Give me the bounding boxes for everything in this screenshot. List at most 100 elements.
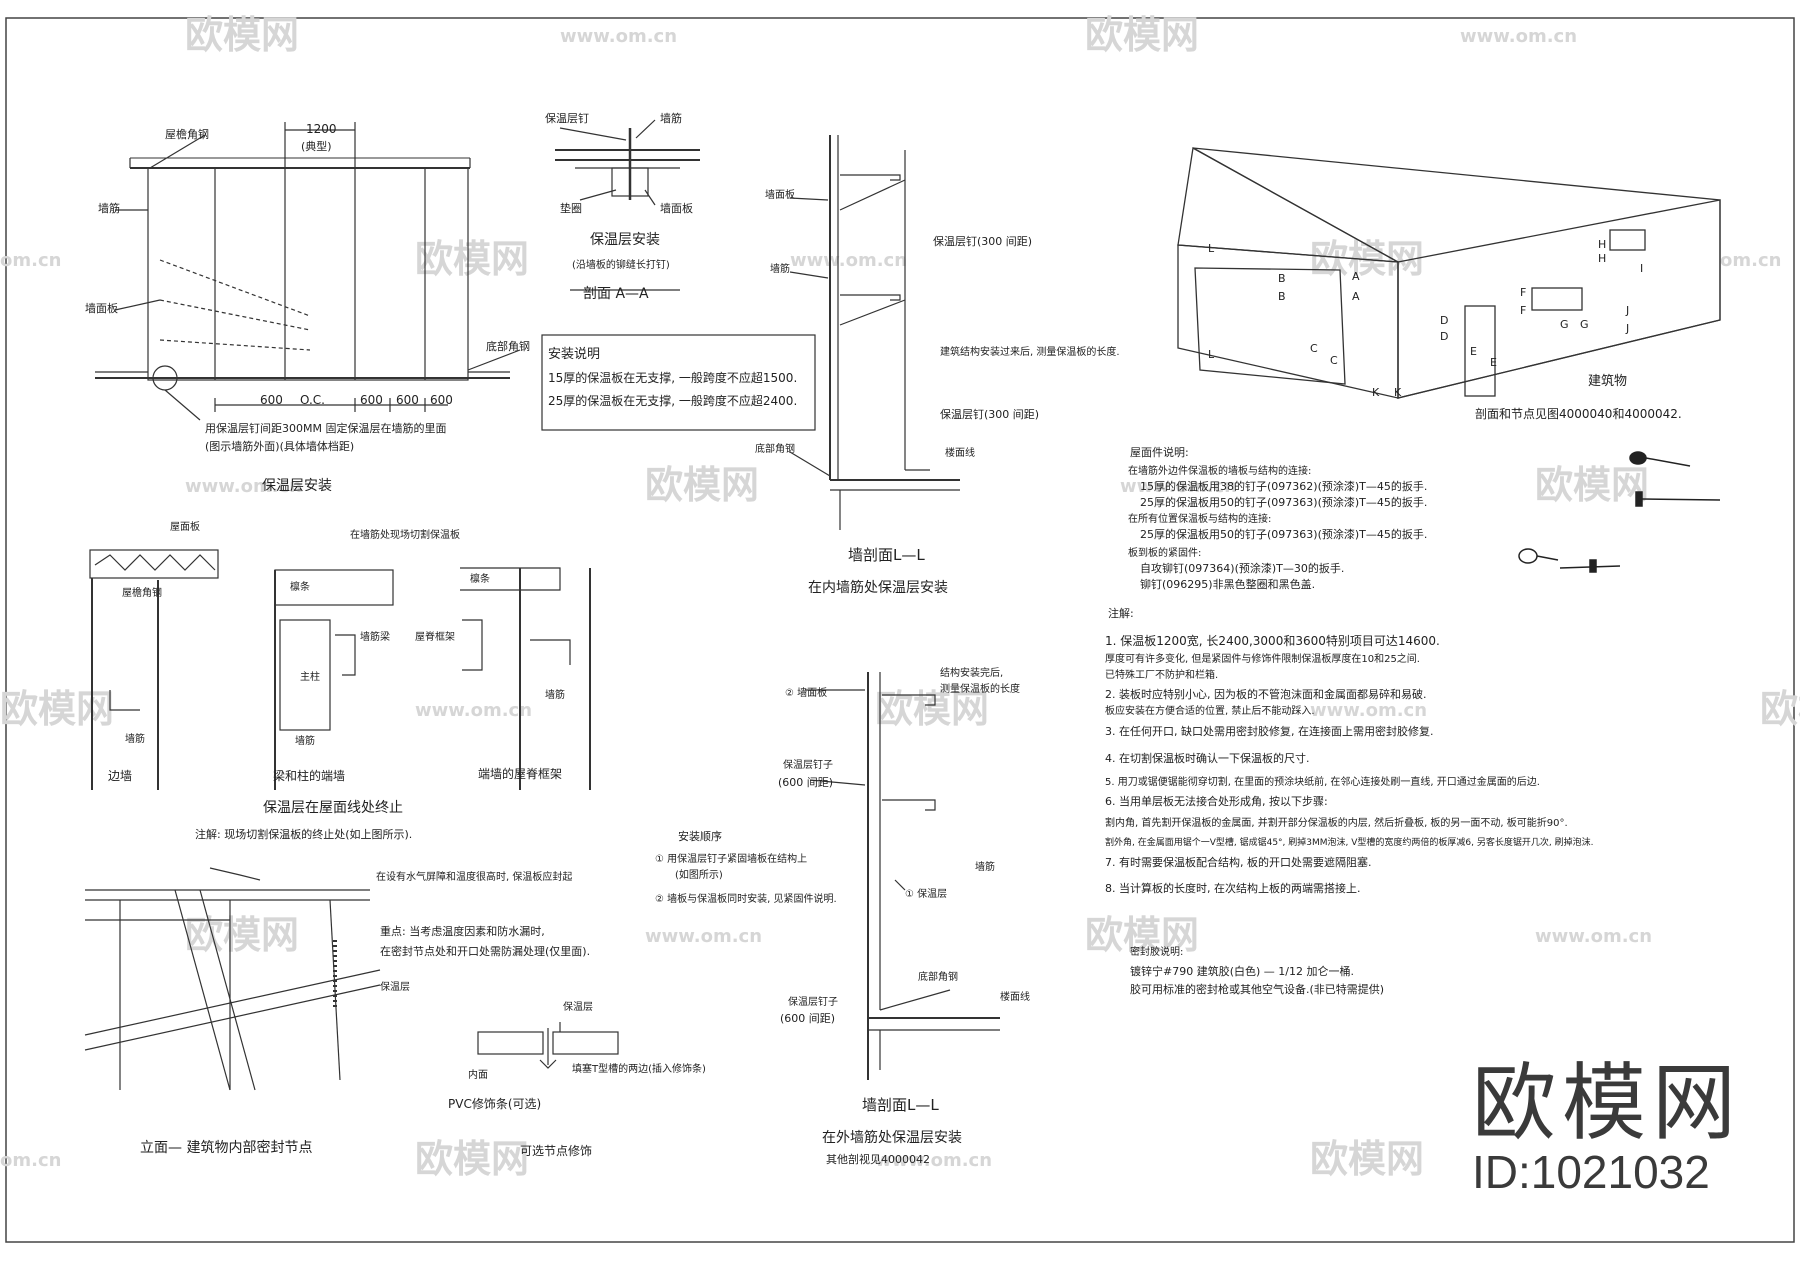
eave-note: 注解: 现场切割保温板的终止处(如上图所示). — [195, 827, 412, 841]
elevation-labels: 屋檐角钢 墙筋 墙面板 底部角钢 1200 (典型) 600 O.C. 600 … — [85, 122, 530, 494]
wall-section-outer-labels: ② 墙面板 结构安装完后, 测量保温板的长度 保温层钉子 (600 间距) 墙筋… — [778, 666, 1030, 1166]
roof-note-line: 在墙筋外边件保温板的墙板与结构的连接: — [1128, 464, 1311, 477]
building-door-2 — [1464, 305, 1496, 397]
general-note-item: 7. 有时需要保温板配合结构, 板的开口处需要遮隔阻塞. — [1105, 855, 1371, 869]
install-notes-title: 安装说明 — [548, 347, 600, 362]
install-notes-line-1: 15厚的保温板在无支撑, 一般跨度不应超1500. — [548, 370, 797, 385]
building-title: 建筑物 — [1588, 373, 1627, 389]
outer-label-floor: 楼面线 — [1000, 990, 1030, 1003]
panel-eave-details — [89, 549, 591, 790]
eave-d3-label-purlin: 檩条 — [470, 572, 490, 585]
elevation-dim-0: 600 — [260, 393, 283, 407]
inner-label-stud: 墙筋 — [770, 262, 790, 275]
elevation-label-stud: 墙筋 — [98, 201, 120, 215]
short-screw-icon — [1518, 548, 1559, 564]
roof-note-line: 自攻铆钉(097364)(预涂漆)T—30的扳手. — [1140, 561, 1344, 575]
stamp-id: ID:1021032 — [1471, 1145, 1710, 1198]
section-aa-label-nail: 保温层钉 — [545, 111, 589, 125]
panel-wall-section-inner — [789, 135, 960, 530]
general-note-item: 已特殊工厂不防护和栏箱. — [1105, 668, 1218, 681]
general-note-item: 1. 保温板1200宽, 长2400,3000和3600特别项目可达14600. — [1105, 633, 1440, 648]
outer-label-nail2-sp: (600 间距) — [780, 1012, 835, 1025]
watermark-brand: 欧模网 — [1760, 687, 1800, 731]
general-note-item: 8. 当计算板的长度时, 在次结构上板的两端需搭接上. — [1105, 881, 1360, 895]
inner-label-panel: 墙面板 — [765, 188, 795, 201]
building-window-2 — [1609, 229, 1646, 251]
joint-labels: 保温层 内面 填塞T型槽的两边(插入修饰条) PVC修饰条(可选) 可选节点修饰 — [448, 1000, 706, 1158]
watermark-site: www.om.cn — [875, 1150, 992, 1171]
install-seq-2: ② 墙板与保温板同时安装, 见紧固件说明. — [655, 892, 837, 905]
watermark-brand: 欧模网 — [1535, 463, 1649, 507]
watermark-site: www.om.cn — [560, 26, 677, 47]
general-note-item: 3. 在任何开口, 缺口处需用密封胶修复, 在连接面上需用密封胶修复. — [1105, 724, 1433, 738]
general-note-item: 板应安装在方便合适的位置, 禁止后不能动踩入. — [1105, 704, 1315, 717]
eave-d2-title: 梁和柱的端墙 — [273, 768, 345, 783]
eave-labels: 屋面板 屋檐角钢 墙筋 边墙 在墙筋处现场切割保温板 檩条 墙筋梁 主柱 墙筋 … — [108, 520, 565, 841]
watermark-brand: 欧模网 — [1310, 1137, 1424, 1181]
outer-label-stud: 墙筋 — [975, 860, 995, 873]
building-tag: F — [1520, 286, 1526, 299]
section-aa-name: 剖面 A—A — [583, 286, 649, 302]
watermark-site: www.om.cn — [1460, 26, 1577, 47]
sealant-notes: 密封胶说明: 镀锌宁#790 建筑胶(白色) — 1/12 加仑一桶. 胶可用标… — [1130, 945, 1384, 996]
building-tag: G — [1560, 318, 1569, 331]
building-window-1 — [1531, 287, 1583, 311]
eave-d3-label-rafter: 屋脊框架 — [415, 630, 455, 643]
watermark-brand: 欧模网 — [415, 1137, 529, 1181]
general-note-item: 厚度可有许多变化, 但是紧固件与修饰件限制保温板厚度在10和25之间. — [1105, 652, 1420, 665]
outer-label-nail2: 保温层钉子 — [788, 995, 838, 1008]
elevation-title: 保温层安装 — [262, 478, 332, 494]
install-notes-box — [541, 334, 816, 431]
building-tag: J — [1625, 304, 1629, 317]
watermark-brand: 欧模网 — [185, 13, 299, 57]
building-tag: A — [1352, 290, 1360, 303]
long-screw-icon — [1635, 491, 1721, 507]
eave-d2-label-stud2: 墙筋 — [295, 734, 315, 747]
building-side — [1397, 199, 1721, 399]
building-labels: 建筑物 剖面和节点见图4000040和4000042. L B B A A C … — [1208, 238, 1682, 421]
sealant-note-2: 胶可用标准的密封枪或其他空气设备.(非已特需提供) — [1130, 982, 1384, 996]
outer-title: 墙剖面L—L — [862, 1096, 939, 1114]
inner-label-nail2: 保温层钉(300 间距) — [940, 407, 1039, 421]
install-seq-title: 安装顺序 — [678, 829, 722, 843]
stamp-brand: 欧模网 — [1471, 1055, 1742, 1150]
elevation-dim-top: 1200 — [306, 122, 337, 136]
outer-label-nail: 保温层钉子 — [783, 758, 833, 771]
seal-label-top: 在设有水气屏障和温度很高时, 保温板应封起 — [376, 870, 572, 883]
eave-d2-label-purlin: 檩条 — [290, 580, 310, 593]
watermark-brand: 欧模网 — [1085, 13, 1199, 57]
elevation-dim-4: 600 — [430, 393, 453, 407]
install-seq-1: ① 用保温层钉子紧固墙板在结构上 — [655, 852, 807, 865]
watermark-brand: 欧模网 — [645, 463, 759, 507]
roof-note-line: 在所有位置保温板与结构的连接: — [1128, 512, 1271, 525]
column-section — [279, 619, 331, 731]
wall-section-inner-labels: 墙面板 墙筋 保温层钉(300 间距) 建筑结构安装过来后, 测量保温板的长度.… — [755, 188, 1120, 596]
outer-subtitle: 在外墙筋处保温层安装 — [822, 1129, 962, 1146]
panel-building — [1177, 146, 1721, 399]
install-notes-line-2: 25厚的保温板在无支撑, 一般跨度不应超2400. — [548, 393, 797, 408]
joint-label-t: 填塞T型槽的两边(插入修饰条) — [572, 1062, 706, 1075]
general-note-item: 割外角, 在金属面用锯个一V型槽, 锯成锯45°, 刷掉3MM泡沫, V型槽的宽… — [1105, 836, 1593, 848]
building-tag: E — [1490, 356, 1497, 369]
general-notes-title: 注解: — [1108, 606, 1134, 620]
inner-label-nail: 保温层钉(300 间距) — [933, 234, 1032, 248]
elevation-note-2: (图示墙筋外面)(具体墙体档距) — [205, 439, 354, 453]
general-note-item: 4. 在切割保温板时确认一下保温板的尺寸. — [1105, 751, 1310, 765]
building-tag: C — [1310, 342, 1318, 355]
joint-label-inside: 内面 — [468, 1068, 488, 1081]
roof-notes-title: 屋面件说明: — [1130, 445, 1189, 459]
joint-label-insul: 保温层 — [563, 1000, 593, 1013]
roof-note-line: 板到板的紧固件: — [1128, 546, 1201, 559]
section-aa-subtitle: (沿墙板的铆缝长打钉) — [572, 258, 670, 271]
inner-label-floor: 楼面线 — [945, 446, 975, 459]
watermark-site-short: om.cn — [1720, 250, 1781, 271]
watermark-site-short: om.cn — [0, 1150, 61, 1171]
section-aa-label-stud: 墙筋 — [660, 111, 682, 125]
screw-icon — [1629, 451, 1691, 467]
rivet-icon — [1559, 559, 1621, 573]
elevation-label-roof-angle: 屋檐角钢 — [165, 127, 209, 141]
watermark-site: www.om.cn — [1120, 476, 1237, 497]
seal-elevation-labels: 在设有水气屏障和温度很高时, 保温板应封起 重点: 当考虑温度因素和防水漏时, … — [140, 870, 590, 1156]
panel-wall-section-outer — [805, 672, 1000, 1080]
